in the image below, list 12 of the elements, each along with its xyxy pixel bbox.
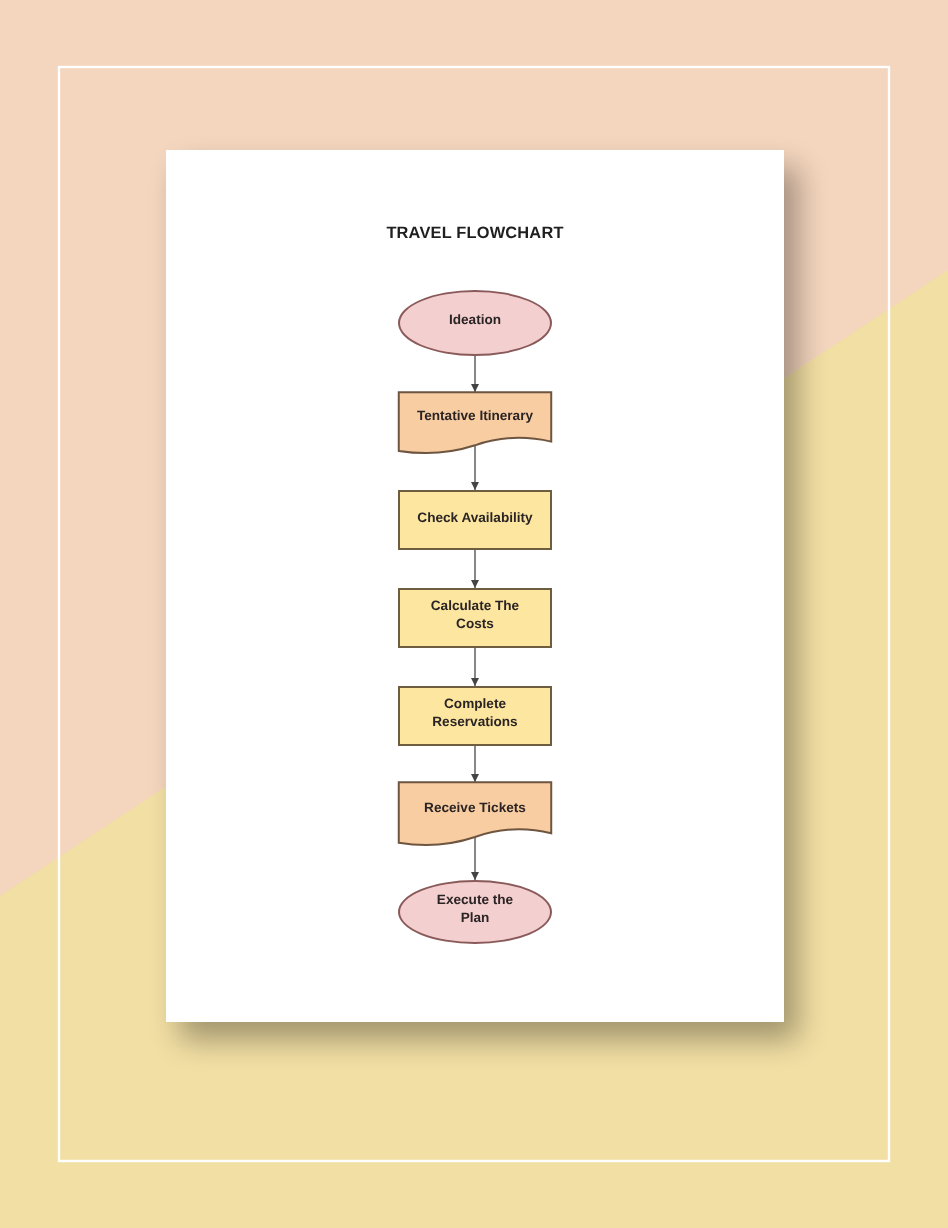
process-box — [398, 588, 552, 648]
arrow — [471, 836, 479, 881]
process-box — [398, 686, 552, 746]
process-box — [398, 490, 552, 550]
arrow — [471, 647, 479, 687]
document-shape — [398, 392, 552, 454]
arrow — [471, 444, 479, 491]
title: TRAVEL FLOWCHART — [386, 224, 564, 244]
document-shape — [398, 782, 552, 846]
arrow — [471, 745, 479, 783]
arrow — [471, 549, 479, 589]
arrow — [471, 355, 479, 393]
